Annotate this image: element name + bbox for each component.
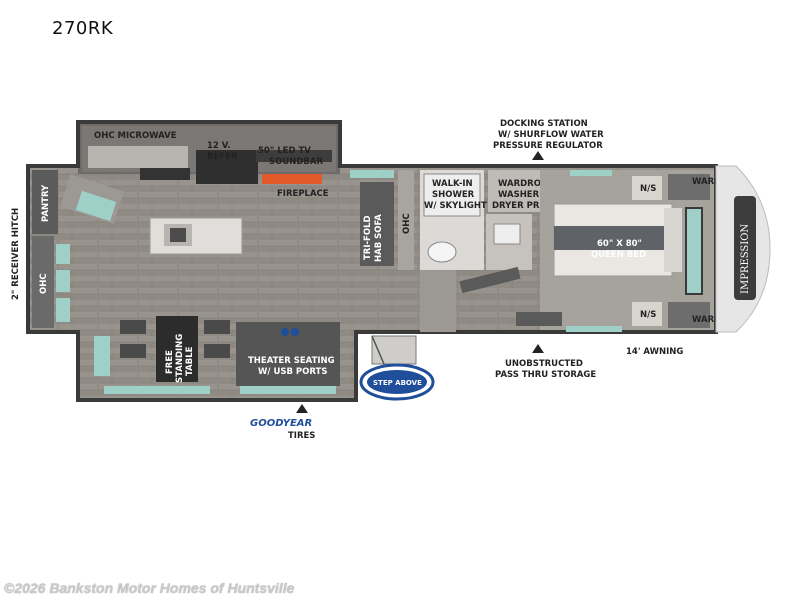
- theater-label-2: W/ USB PORTS: [258, 367, 327, 377]
- wardrobe-label-1: WARDROBE: [498, 179, 553, 189]
- front-cap: [715, 165, 771, 333]
- bed-label-1: 60" X 80": [597, 239, 642, 249]
- fireplace-flame: [262, 174, 322, 184]
- pass-thru-label-1: UNOBSTRUCTED: [505, 359, 583, 369]
- pantry: [32, 170, 58, 234]
- bathroom: [420, 170, 532, 332]
- bed-label-2: QUEEN BED: [591, 250, 646, 260]
- table-label-2: STANDING: [175, 334, 185, 383]
- watermark: ©2026 Bankston Motor Homes of Huntsville: [4, 580, 295, 596]
- refer-label-1: 12 V.: [207, 141, 231, 151]
- ward-bottom-label: WARD: [692, 315, 721, 325]
- tires-label: TIRES: [288, 431, 315, 441]
- fireplace-label: FIREPLACE: [277, 189, 329, 199]
- wardrobe-label-3: DRYER PREP: [492, 201, 551, 211]
- model-name: 270RK: [52, 18, 114, 39]
- tv-unit: [256, 150, 332, 162]
- dinette-window: [104, 386, 210, 394]
- step-above-text: STEP ABOVE: [373, 379, 422, 387]
- ohc-left-label: OHC: [39, 273, 49, 294]
- shower-label-2: SHOWER: [432, 190, 475, 200]
- kitchen-counter: [82, 126, 336, 184]
- brand-logo-text: IMPRESSION: [740, 224, 751, 294]
- awning-label: 14' AWNING: [626, 347, 683, 357]
- wardrobe-label-2: WASHER /: [498, 190, 546, 200]
- pantry-label: PANTRY: [41, 184, 51, 222]
- step-above-badge: [359, 363, 435, 401]
- tri-fold-sofa: [350, 170, 414, 270]
- theater-seating: [236, 322, 340, 394]
- kitchen-island: [149, 217, 243, 255]
- docking-label-1: DOCKING STATION: [500, 119, 588, 129]
- pass-thru-pointer-icon: [532, 344, 544, 353]
- ohc-sofa-label: OHC: [402, 213, 412, 234]
- left-windows: [56, 244, 70, 322]
- entry-door: [371, 335, 417, 365]
- sofa-label-2: HAB SOFA: [374, 214, 384, 262]
- ohc-microwave-label: OHC MICROWAVE: [94, 131, 177, 141]
- shower-label-1: WALK-IN: [432, 179, 473, 189]
- shower-label-3: W/ SKYLIGHT: [424, 201, 487, 211]
- tv-label-1: 50" LED TV: [258, 146, 311, 156]
- goodyear-logo-text: GOODYEAR: [250, 418, 312, 429]
- wardrobe: [488, 170, 548, 212]
- table-label-3: TABLE: [185, 346, 195, 376]
- ward-top-label: WARD: [692, 177, 721, 187]
- sofa-label-1: TRI-FOLD: [363, 215, 373, 260]
- docking-label-2: W/ SHURFLOW WATER: [498, 130, 604, 140]
- bedroom: [516, 170, 714, 332]
- ns-top-label: N/S: [640, 184, 656, 194]
- hitch-label: 2" RECEIVER HITCH: [11, 208, 21, 300]
- corner-window: [75, 190, 117, 222]
- pass-thru-label-2: PASS THRU STORAGE: [495, 370, 596, 380]
- docking-label-3: PRESSURE REGULATOR: [493, 141, 603, 151]
- refrigerator: [196, 150, 258, 184]
- tires-pointer-icon: [296, 404, 308, 413]
- table-label-1: FREE: [165, 350, 175, 374]
- refer-label-2: REFER: [207, 152, 238, 162]
- ns-bottom-label: N/S: [640, 310, 656, 320]
- dinette: [94, 316, 230, 382]
- tv-label-2: SOUNDBAR: [269, 157, 323, 167]
- ohc-left: [32, 236, 54, 328]
- docking-pointer-icon: [532, 151, 544, 160]
- theater-label-1: THEATER SEATING: [248, 356, 335, 366]
